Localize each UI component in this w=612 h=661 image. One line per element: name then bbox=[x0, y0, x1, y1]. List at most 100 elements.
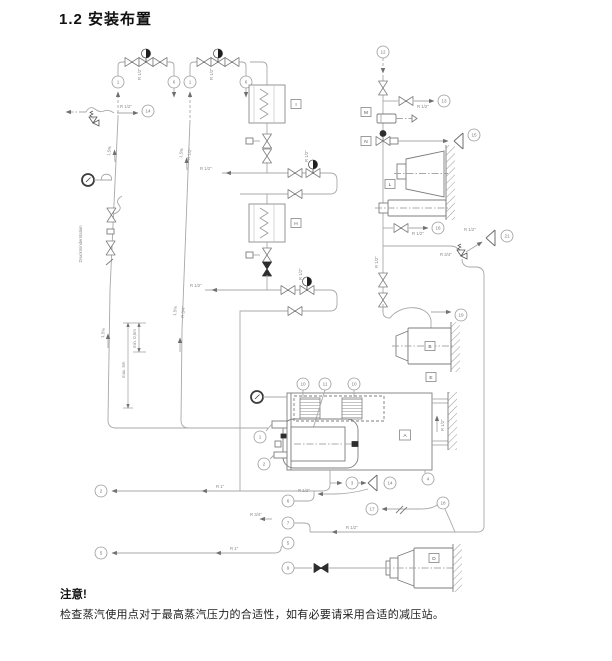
svg-text:14: 14 bbox=[145, 109, 151, 114]
svg-text:9: 9 bbox=[287, 566, 290, 571]
connection-point: 6 bbox=[281, 494, 295, 508]
connection-point: 19 bbox=[454, 308, 468, 322]
pipe-size-label: R 1/2" bbox=[412, 231, 424, 236]
pipe-size-label: R 1/2" bbox=[200, 166, 212, 171]
pipe-size-label: R 1/2" bbox=[346, 525, 358, 530]
safety-valve-icon bbox=[456, 243, 468, 260]
left-riser-and-reducing-station: R 1/2" 14 1,5% Druckminderstation 1,5% bbox=[65, 104, 268, 429]
svg-text:17: 17 bbox=[369, 507, 375, 512]
svg-text:E: E bbox=[429, 375, 432, 381]
pipe-size-label: R 1/2" bbox=[440, 419, 445, 431]
connection-point: 1 bbox=[253, 430, 267, 444]
svg-text:12: 12 bbox=[380, 50, 386, 55]
component-letter-D: D bbox=[428, 553, 440, 563]
svg-text:18: 18 bbox=[440, 501, 446, 506]
pump-B: 19 B E bbox=[382, 304, 468, 382]
connection-point: 14 bbox=[141, 104, 155, 118]
svg-text:4: 4 bbox=[427, 477, 430, 482]
pipe-size-label: R 1" bbox=[230, 546, 239, 551]
svg-text:21: 21 bbox=[504, 234, 510, 239]
dimension-min-height: min. 0,5m bbox=[132, 322, 146, 353]
svg-text:3: 3 bbox=[351, 481, 354, 486]
connection-point: 13 bbox=[437, 94, 451, 108]
pipe-size-label: R 1/2" bbox=[209, 68, 214, 80]
svg-text:1: 1 bbox=[117, 80, 120, 85]
svg-text:7: 7 bbox=[287, 521, 290, 526]
slope-label: 1,5% bbox=[106, 146, 112, 157]
shutoff-valve-icon bbox=[313, 563, 329, 573]
svg-text:16: 16 bbox=[435, 226, 441, 231]
connection-point: 11 bbox=[318, 377, 332, 391]
pipe-size-label: R 1" bbox=[216, 484, 225, 489]
svg-text:10: 10 bbox=[351, 382, 357, 387]
steam-outlet-group-1: R 1/2" 1 6 bbox=[111, 49, 181, 118]
connection-point: 18 bbox=[436, 496, 450, 510]
dimension-label: min. 0,5m bbox=[132, 329, 137, 348]
heat-exchanger-I bbox=[248, 84, 286, 124]
slope-label: 1,5% bbox=[178, 148, 184, 159]
svg-text:11: 11 bbox=[323, 382, 328, 387]
pipe-size-label: R 1/2" bbox=[137, 68, 142, 80]
connection-point: 4 bbox=[421, 472, 435, 486]
svg-text:1: 1 bbox=[189, 80, 192, 85]
connection-point: 5 bbox=[94, 546, 108, 560]
pipe-size-label: R 3/4" bbox=[180, 305, 186, 318]
svg-text:B: B bbox=[428, 344, 431, 350]
reducing-station-label: Druckminderstation bbox=[78, 225, 83, 263]
svg-text:M: M bbox=[364, 110, 368, 116]
svg-text:13: 13 bbox=[441, 99, 447, 104]
dimension-label: max. 5m bbox=[121, 361, 126, 378]
svg-text:1: 1 bbox=[259, 435, 262, 440]
svg-text:5: 5 bbox=[100, 551, 103, 556]
pipe-size-label: R 1/2" bbox=[298, 488, 310, 493]
svg-text:2: 2 bbox=[263, 462, 266, 467]
pipe-size-label: R 1/2" bbox=[304, 150, 309, 162]
slope-label: 1,5% bbox=[172, 306, 178, 316]
connection-point: 10 bbox=[296, 377, 310, 391]
svg-text:A: A bbox=[403, 433, 407, 439]
component-letter-L: L bbox=[384, 179, 396, 189]
component-letter-B: B bbox=[424, 341, 436, 351]
right-distribution-column: 12 R 1/2" 13 M N bbox=[360, 45, 514, 533]
svg-text:D: D bbox=[432, 556, 436, 562]
note-heading: 注意! bbox=[60, 589, 87, 601]
wall-cylinder bbox=[375, 199, 448, 217]
connection-point: 15 bbox=[467, 128, 481, 142]
heat-exchanger-H bbox=[248, 203, 286, 243]
pipe-size-label: R 1/2" bbox=[417, 104, 429, 109]
drain-outlet-icon bbox=[367, 474, 378, 492]
connection-point: 1 bbox=[111, 75, 125, 89]
svg-text:19: 19 bbox=[458, 313, 464, 318]
component-letter-M: M bbox=[360, 107, 372, 117]
slope-label: 1,5% bbox=[100, 328, 106, 338]
pipe-size-label: R 1/2" bbox=[120, 104, 132, 109]
wall-hatch bbox=[453, 544, 462, 592]
vent-outlet-icon bbox=[453, 132, 464, 150]
connection-point: 6 bbox=[167, 75, 181, 89]
wall-hatch bbox=[451, 322, 460, 372]
connection-point: 5 bbox=[281, 536, 295, 550]
bottom-left-lines: 2 R 1" 5 R 1" bbox=[94, 483, 331, 560]
component-letter-E: E bbox=[425, 372, 437, 382]
component-letter-H: H bbox=[290, 218, 302, 228]
pipe-size-label: R 3/4" bbox=[440, 252, 452, 257]
connection-point: 2 bbox=[257, 457, 271, 471]
svg-text:10: 10 bbox=[300, 382, 306, 387]
wall-hatch bbox=[446, 145, 455, 220]
svg-text:6: 6 bbox=[173, 80, 176, 85]
pressure-gauge bbox=[250, 390, 264, 404]
pipe-size-label: R 3/4" bbox=[250, 512, 262, 517]
svg-text:N: N bbox=[364, 139, 368, 145]
section-title: 1.2 安装布置 bbox=[59, 11, 153, 28]
connection-point: 10 bbox=[347, 377, 361, 391]
pipe-size-label: R 1/2" bbox=[374, 256, 379, 268]
connection-point: 21 bbox=[500, 229, 514, 243]
pipe-size-label: R 1/2" bbox=[298, 268, 303, 280]
connection-point: 14 bbox=[383, 476, 397, 490]
connection-point: 3 bbox=[345, 476, 359, 490]
pressure-gauge bbox=[81, 173, 95, 187]
connection-point: 16 bbox=[431, 221, 445, 235]
component-letter-I: I bbox=[290, 99, 302, 109]
